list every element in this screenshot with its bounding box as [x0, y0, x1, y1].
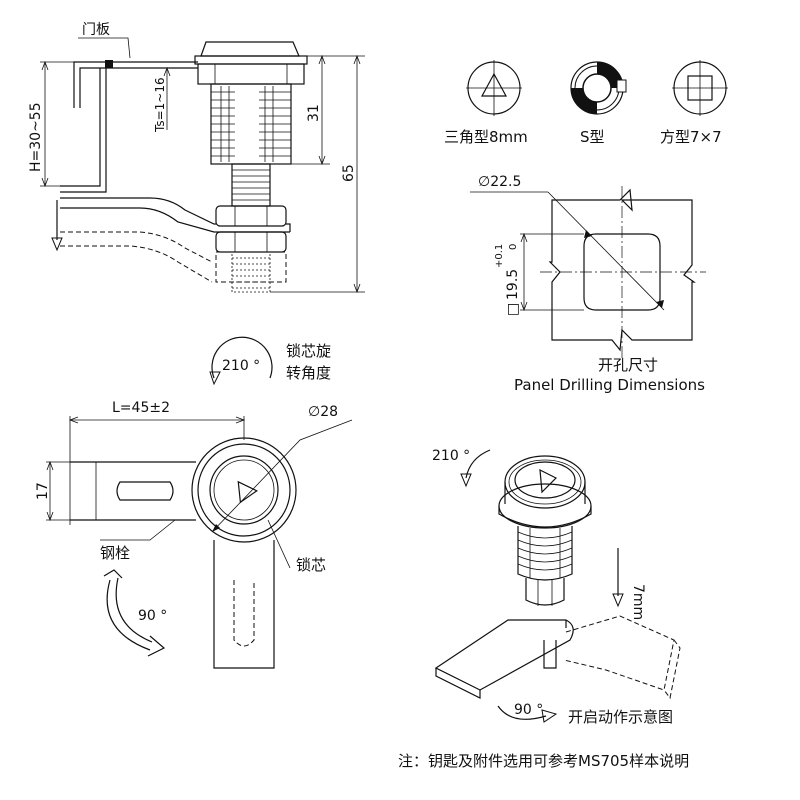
rotation-90-label: 90 °: [138, 608, 167, 624]
isometric-view: 210 ° 7mm 90 ° 开启动作示意图: [432, 448, 681, 726]
steel-bolt-label: 钢栓: [100, 544, 130, 562]
dim-31-label: 31: [306, 104, 322, 122]
s-key-label: S型: [580, 128, 605, 146]
triangle-key-label: 三角型8mm: [444, 128, 528, 146]
panel-cutout-view: ∅22.5 □ 19.5 +0.1 0 开孔尺寸 Panel Drilling …: [470, 174, 706, 394]
rotation-90-indicator: 90 °: [103, 569, 167, 657]
cutout-cn-label: 开孔尺寸: [598, 356, 658, 374]
lock-core-label: 锁芯: [296, 556, 326, 574]
dia-22-5-label: ∅22.5: [478, 174, 521, 190]
opening-diagram-label: 开启动作示意图: [568, 708, 673, 726]
tol-lower-label: 0: [508, 244, 519, 250]
door-panel-label: 门板: [82, 22, 110, 38]
dim-17-label: 17: [35, 482, 51, 500]
key-type-icons: 三角型8mm S型 方型7×7: [444, 60, 728, 146]
front-view: L=45±2 ∅28 17 钢栓 锁芯: [35, 400, 353, 669]
rotation-210-indicator: 210 ° 锁芯旋 转角度: [209, 336, 331, 386]
rotation-210-label: 210 °: [222, 358, 260, 374]
dim-19-5-label: 19.5: [505, 269, 521, 300]
rotation-label-2: 转角度: [286, 364, 331, 382]
square-symbol: □: [505, 303, 521, 316]
dim-7mm-label: 7mm: [630, 584, 646, 620]
dia-28-label: ∅28: [308, 404, 338, 420]
square-key-label: 方型7×7: [660, 128, 722, 146]
dim-65-label: 65: [341, 164, 357, 182]
cutout-en-label: Panel Drilling Dimensions: [514, 376, 705, 394]
ts-range-label: Ts=1~16: [153, 77, 167, 133]
footnote: 注：钥匙及附件选用可参考MS705样本说明: [398, 752, 689, 770]
side-elevation-view: 门板 H=30~55 Ts=1~16 31 65: [28, 22, 365, 294]
iso-90-label: 90 °: [514, 702, 543, 718]
tol-upper-label: +0.1: [494, 244, 505, 268]
length-label: L=45±2: [112, 400, 170, 416]
height-range-label: H=30~55: [28, 102, 44, 172]
iso-210-label: 210 °: [432, 448, 470, 464]
rotation-label-1: 锁芯旋: [286, 342, 331, 360]
